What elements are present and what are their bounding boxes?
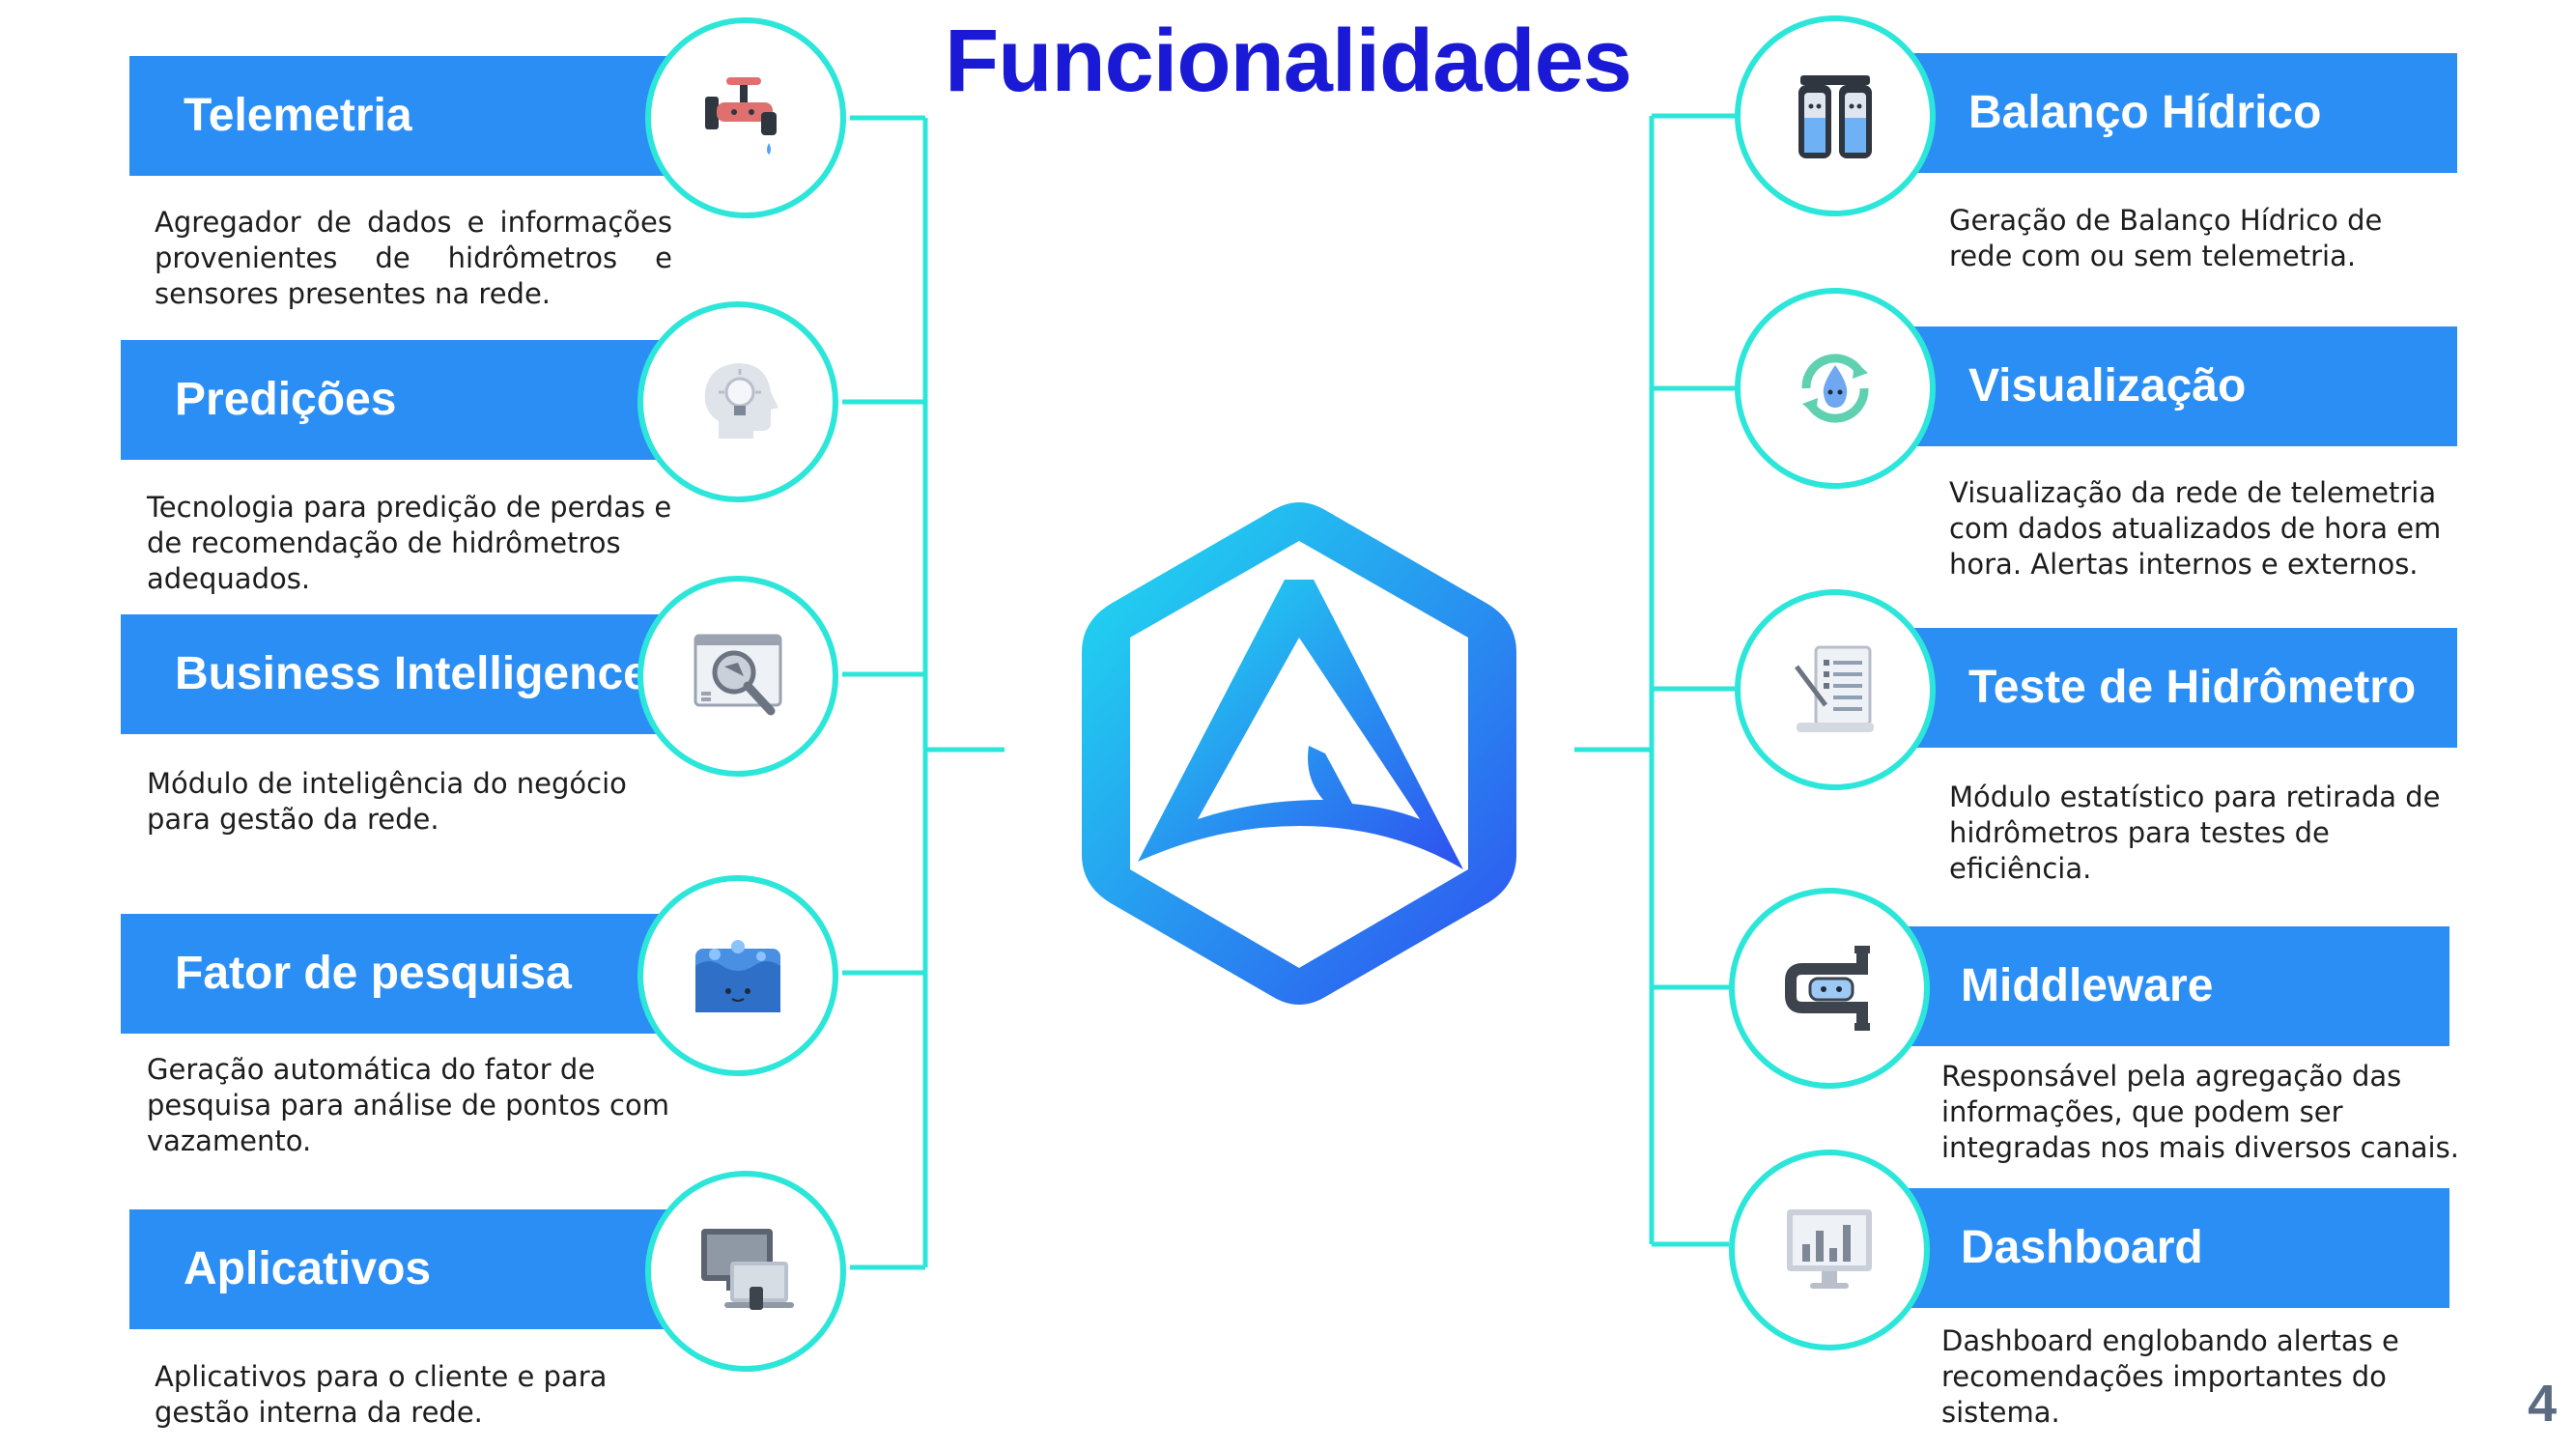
- feature-description: Visualização da rede de telemetria com d…: [1949, 476, 2442, 581]
- feature-description: Geração de Balanço Hídrico de rede com o…: [1949, 204, 2383, 272]
- feature-banner-dashboard: Dashboard: [1903, 1188, 2449, 1308]
- feature-icon-circle: [1729, 888, 1930, 1089]
- feature-banner-aplicativos: Aplicativos: [129, 1209, 670, 1329]
- feature-banner-teste-de-hidrometro: Teste de Hidrômetro: [1911, 628, 2457, 748]
- feature-icon-circle: [637, 301, 838, 502]
- feature-icon-circle: [1735, 288, 1936, 489]
- feature-icon-circle: [645, 17, 846, 218]
- feature-icon-circle: [1735, 15, 1936, 216]
- monitor-chart-icon: [1787, 1209, 1872, 1289]
- feature-description: Módulo estatístico para retirada de hidr…: [1949, 781, 2441, 885]
- feature-icon-circle: [645, 1171, 846, 1372]
- feature-label: Fator de pesquisa: [175, 948, 572, 999]
- water-filter-icon: [1798, 75, 1872, 158]
- feature-description: Aplicativos para o cliente e para gestão…: [155, 1360, 608, 1429]
- feature-label: Aplicativos: [184, 1243, 432, 1294]
- feature-banner-balanco-hidrico: Balanço Hídrico: [1911, 53, 2457, 173]
- feature-banner-business-intelligence: Business Intelligence: [121, 614, 662, 734]
- feature-banner-predicoes: Predições: [121, 340, 662, 460]
- feature-icon-circle: [637, 576, 838, 777]
- feature-description: Dashboard englobando alertas e recomenda…: [1941, 1324, 2399, 1429]
- feature-description: Tecnologia para predição de perdas e de …: [147, 491, 672, 595]
- feature-icon-circle: [1735, 589, 1936, 790]
- water-cycle-icon: [1801, 354, 1869, 423]
- head-lightbulb-icon: [704, 363, 778, 439]
- feature-label: Predições: [175, 374, 397, 425]
- feature-icon-circle: [1729, 1150, 1930, 1350]
- page-number: 4: [2527, 1375, 2557, 1433]
- feature-banner-fator-de-pesquisa: Fator de pesquisa: [121, 914, 662, 1034]
- feature-banner-middleware: Middleware: [1903, 926, 2449, 1046]
- feature-label: Balanço Hídrico: [1968, 87, 2322, 138]
- feature-label: Business Intelligence: [175, 648, 649, 699]
- feature-description: Responsável pela agregação das informaçõ…: [1941, 1060, 2459, 1164]
- feature-label: Middleware: [1961, 960, 2214, 1011]
- devices-icon: [701, 1229, 794, 1310]
- feature-banner-telemetria: Telemetria: [129, 56, 670, 176]
- pipes-icon: [1785, 946, 1870, 1031]
- feature-icon-circle: [637, 875, 838, 1076]
- feature-label: Dashboard: [1961, 1222, 2203, 1273]
- feature-label: Teste de Hidrômetro: [1968, 662, 2417, 713]
- feature-description: Agregador de dados e informações proveni…: [155, 206, 672, 310]
- platform-logo: [1082, 502, 1516, 1005]
- faucet-icon: [705, 77, 777, 155]
- feature-label: Telemetria: [184, 90, 412, 141]
- water-tank-icon: [695, 940, 780, 1012]
- checklist-icon: [1795, 645, 1874, 732]
- feature-label: Visualização: [1968, 360, 2247, 412]
- magnifier-chart-icon: [694, 634, 782, 716]
- feature-description: Módulo de inteligência do negócio para g…: [147, 767, 627, 836]
- feature-banner-visualizacao: Visualização: [1911, 327, 2457, 446]
- feature-description: Geração automática do fator de pesquisa …: [147, 1053, 669, 1157]
- page-title: Funcionalidades: [945, 12, 1632, 110]
